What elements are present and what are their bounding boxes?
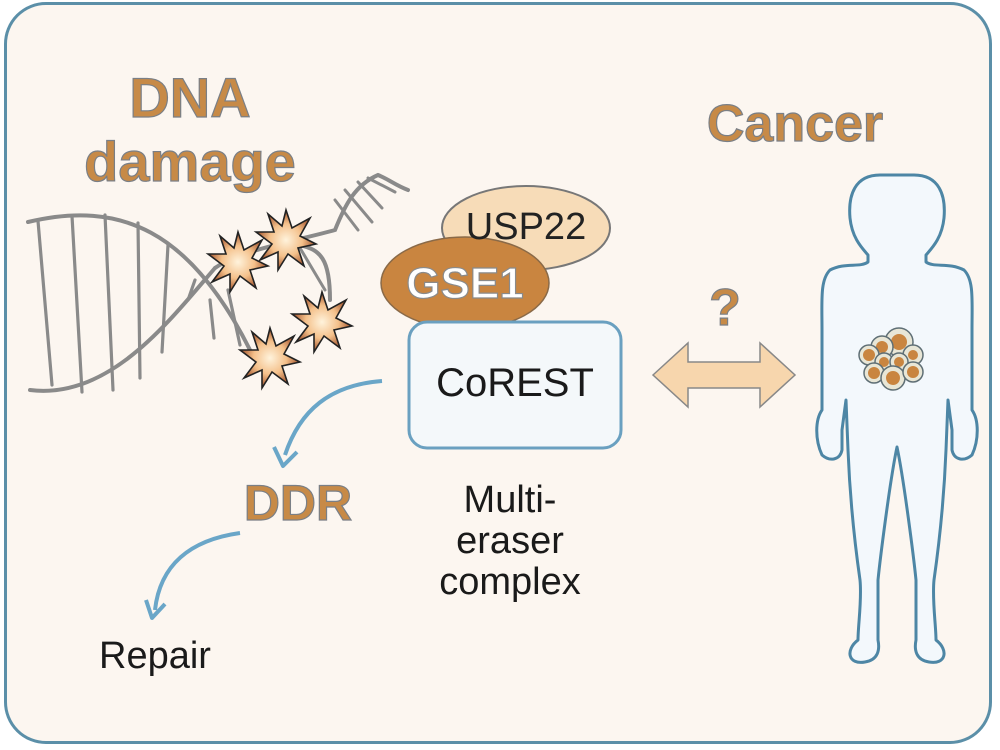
complex-line1: Multi- <box>463 479 557 521</box>
human-body-icon <box>815 173 979 664</box>
arrow-corest-to-ddr <box>272 379 383 468</box>
damage-burst-icons <box>205 207 355 391</box>
gse1-label: GSE1 <box>406 259 525 308</box>
dna-damage-line2: damage <box>84 130 297 193</box>
damage-burst-icon <box>205 229 271 295</box>
damage-burst-icon <box>289 289 355 355</box>
ddr-label: DDR <box>243 475 353 531</box>
dna-damage-label: DNA damage <box>70 66 310 193</box>
arrow-ddr-to-repair <box>144 531 241 620</box>
tumor-cells-icon <box>858 327 924 391</box>
complex-line2: eraser <box>456 520 564 563</box>
cancer-label: Cancer <box>706 95 884 153</box>
damage-burst-icon <box>237 325 303 391</box>
damage-burst-icon <box>253 207 319 273</box>
double-arrow-icon <box>651 341 797 409</box>
corest-box <box>407 320 623 450</box>
repair-label: Repair <box>99 635 211 677</box>
usp22-label: USP22 <box>465 206 587 248</box>
question-mark: ? <box>709 279 742 337</box>
dna-damage-line1: DNA <box>129 66 252 129</box>
complex-line3: complex <box>439 561 581 604</box>
complex-label: Multi- eraser complex <box>410 479 610 604</box>
corest-label: CoREST <box>436 361 594 405</box>
dna-helix-icon <box>26 172 410 394</box>
